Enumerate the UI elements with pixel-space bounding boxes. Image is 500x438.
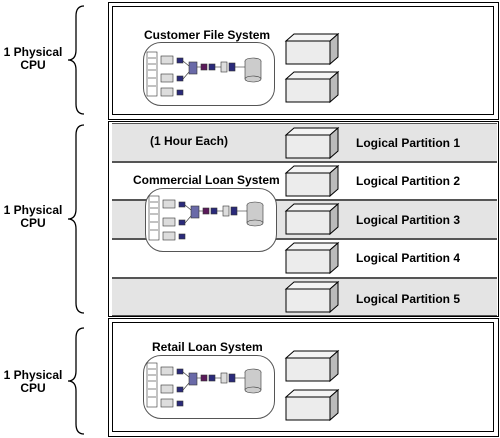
- time-slice-label: (1 Hour Each): [150, 134, 229, 148]
- partition-label-5: Logical Partition 5: [356, 292, 461, 306]
- server-box-top-2: [284, 70, 340, 104]
- partition-box-3: [284, 202, 340, 236]
- brace-middle: [67, 124, 85, 314]
- customer-file-schematic: [146, 51, 262, 97]
- cpu-label-middle: 1 Physical CPU: [3, 203, 63, 230]
- brace-bottom: [67, 327, 85, 435]
- server-box-bottom-1: [284, 349, 340, 383]
- cpu-label-top: 1 Physical CPU: [3, 45, 63, 72]
- partition-label-3: Logical Partition 3: [356, 213, 461, 227]
- partition-box-4: [284, 241, 340, 275]
- customer-file-title: Customer File System: [144, 28, 271, 42]
- partition-label-2: Logical Partition 2: [356, 174, 461, 188]
- retail-loan-schematic: [146, 362, 262, 408]
- partition-box-5: [284, 280, 340, 314]
- cpu-label-bottom: 1 Physical CPU: [3, 368, 63, 395]
- partition-label-1: Logical Partition 1: [356, 136, 461, 150]
- retail-loan-title: Retail Loan System: [152, 340, 263, 354]
- partition-box-1: [284, 126, 340, 160]
- server-box-bottom-2: [284, 388, 340, 422]
- server-box-top-1: [284, 32, 340, 66]
- commercial-loan-schematic: [148, 195, 264, 241]
- partition-label-4: Logical Partition 4: [356, 251, 461, 265]
- brace-top: [67, 5, 85, 115]
- partition-box-2: [284, 164, 340, 198]
- commercial-loan-title: Commercial Loan System: [133, 173, 280, 187]
